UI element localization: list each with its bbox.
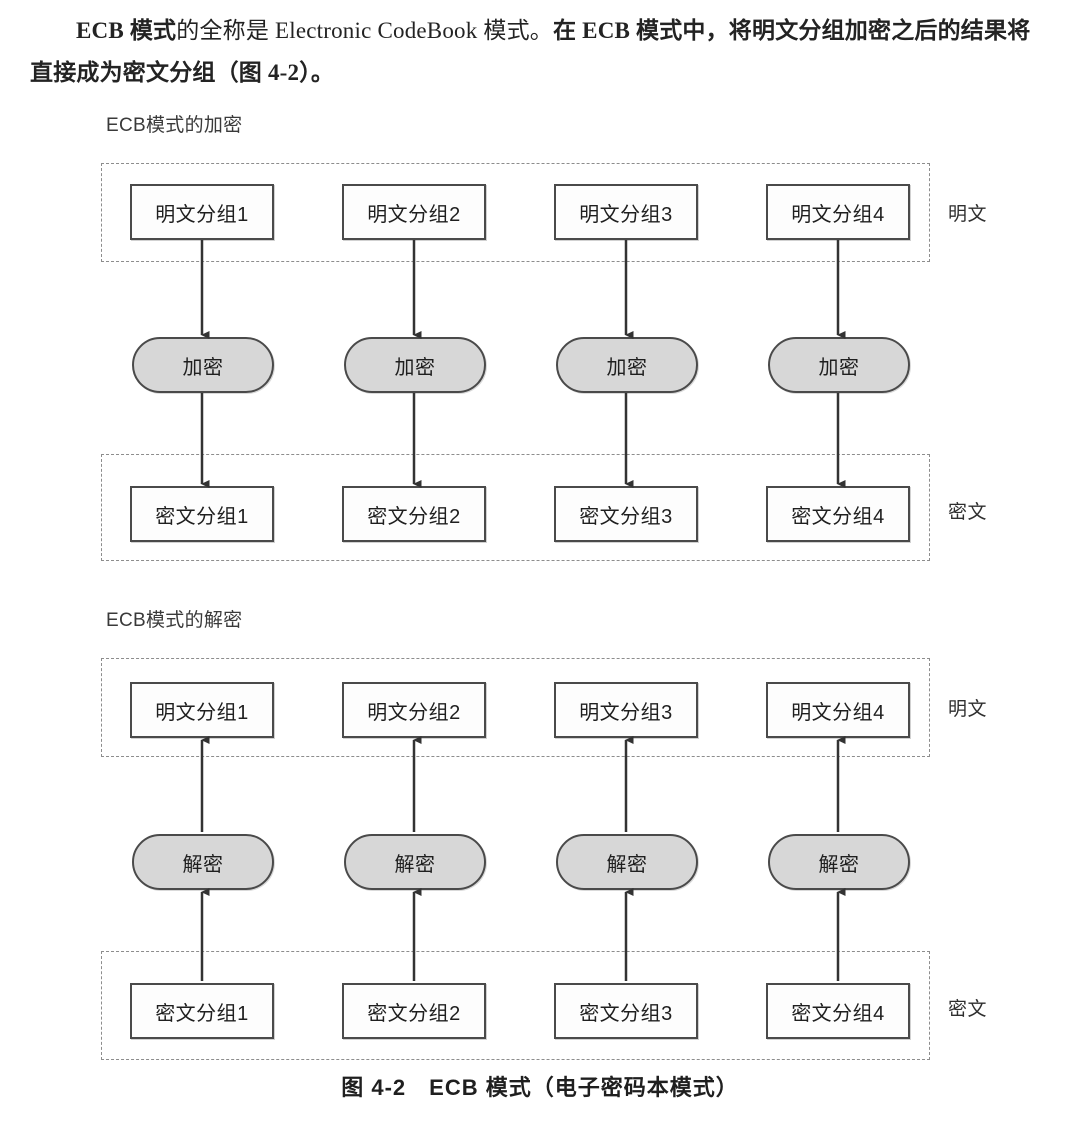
decryption-ciphertext-block-1: 密文分组1 xyxy=(130,983,274,1039)
encryption-plaintext-block-3: 明文分组3 xyxy=(554,184,698,240)
encryption-ciphertext-group xyxy=(101,454,930,561)
paragraph-bold-lead: ECB 模式 xyxy=(76,18,177,43)
body-paragraph: ECB 模式的全称是 Electronic CodeBook 模式。在 ECB … xyxy=(30,10,1050,94)
encryption-section-title: ECB模式的加密 xyxy=(106,115,243,136)
decryption-ciphertext-group-label: 密文 xyxy=(948,999,988,1020)
encrypt-operation-2: 加密 xyxy=(344,337,486,393)
encryption-ciphertext-block-1: 密文分组1 xyxy=(130,486,274,542)
paragraph-bold-3: 果将直接成为密文分组（图 4-2）。 xyxy=(30,18,1031,85)
encryption-plaintext-group xyxy=(101,163,930,262)
encrypt-operation-4: 加密 xyxy=(768,337,910,393)
figure-caption: 图 4-2 ECB 模式（电子密码本模式） xyxy=(341,1075,739,1100)
decryption-section-title: ECB模式的解密 xyxy=(106,610,243,631)
decrypt-operation-2: 解密 xyxy=(344,834,486,890)
encryption-ciphertext-block-3: 密文分组3 xyxy=(554,486,698,542)
decryption-plaintext-group-label: 明文 xyxy=(948,699,988,720)
encryption-plaintext-block-2: 明文分组2 xyxy=(342,184,486,240)
encryption-ciphertext-block-2: 密文分组2 xyxy=(342,486,486,542)
paragraph-text: ECB 模式的全称是 Electronic CodeBook 模式。在 ECB … xyxy=(30,10,1050,94)
encrypt-operation-1: 加密 xyxy=(132,337,274,393)
decryption-plaintext-block-4: 明文分组4 xyxy=(766,682,910,738)
decrypt-operation-3: 解密 xyxy=(556,834,698,890)
decryption-plaintext-block-1: 明文分组1 xyxy=(130,682,274,738)
decryption-plaintext-group xyxy=(101,658,930,757)
decryption-plaintext-block-2: 明文分组2 xyxy=(342,682,486,738)
decryption-ciphertext-block-2: 密文分组2 xyxy=(342,983,486,1039)
decrypt-operation-4: 解密 xyxy=(768,834,910,890)
encryption-ciphertext-block-4: 密文分组4 xyxy=(766,486,910,542)
encryption-ciphertext-group-label: 密文 xyxy=(948,502,988,523)
decryption-ciphertext-block-4: 密文分组4 xyxy=(766,983,910,1039)
decryption-ciphertext-block-3: 密文分组3 xyxy=(554,983,698,1039)
encryption-plaintext-group-label: 明文 xyxy=(948,204,988,225)
decrypt-operation-1: 解密 xyxy=(132,834,274,890)
decryption-ciphertext-group xyxy=(101,951,930,1060)
decryption-plaintext-block-3: 明文分组3 xyxy=(554,682,698,738)
paragraph-plain-1: 的全称是 Electronic CodeBook 模式。 xyxy=(176,18,553,43)
encrypt-operation-3: 加密 xyxy=(556,337,698,393)
paragraph-bold-2: 在 ECB 模式中，将明文分组加密之后的结 xyxy=(553,18,984,43)
encryption-plaintext-block-1: 明文分组1 xyxy=(130,184,274,240)
encryption-plaintext-block-4: 明文分组4 xyxy=(766,184,910,240)
